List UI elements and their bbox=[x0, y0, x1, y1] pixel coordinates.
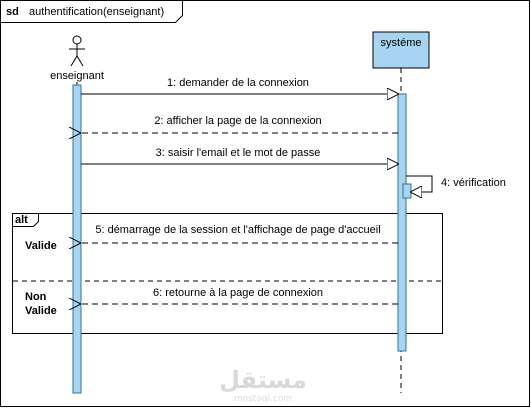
actor-label: enseignant bbox=[50, 70, 104, 82]
frame-name-tab bbox=[0, 0, 183, 23]
frame-keyword: sd bbox=[6, 6, 19, 18]
alt-operator: alt bbox=[15, 214, 28, 226]
alt-fragment bbox=[12, 213, 443, 334]
message-4-arrow bbox=[406, 175, 433, 192]
guard-non-line1: Non bbox=[25, 291, 47, 303]
system-activation-nested bbox=[402, 183, 412, 199]
actor-figure bbox=[69, 35, 85, 67]
system-activation bbox=[397, 93, 407, 352]
guard-non-line2: Valide bbox=[25, 305, 57, 317]
system-lifeline-label: systéme bbox=[381, 37, 422, 49]
message-2-label: 2: afficher la page de la connexion bbox=[154, 115, 321, 127]
watermark-arabic: مستقل bbox=[219, 366, 307, 394]
guard-valide: Valide bbox=[25, 240, 57, 252]
message-6-label: 6: retourne à la page de connexion bbox=[153, 287, 323, 299]
alt-operator-tab bbox=[12, 213, 39, 227]
message-3-label: 3: saisir l'email et le mot de passe bbox=[156, 147, 321, 159]
watermark-latin: mostaql.com bbox=[234, 394, 292, 404]
message-1-label: 1: demander de la connexion bbox=[167, 77, 309, 89]
message-4-label: 4: vérification bbox=[441, 177, 506, 189]
actor-activation bbox=[72, 84, 82, 394]
frame-title: authentification(enseignant) bbox=[29, 6, 164, 18]
message-5-label: 5: démarrage de la session et l'affichag… bbox=[95, 224, 380, 236]
